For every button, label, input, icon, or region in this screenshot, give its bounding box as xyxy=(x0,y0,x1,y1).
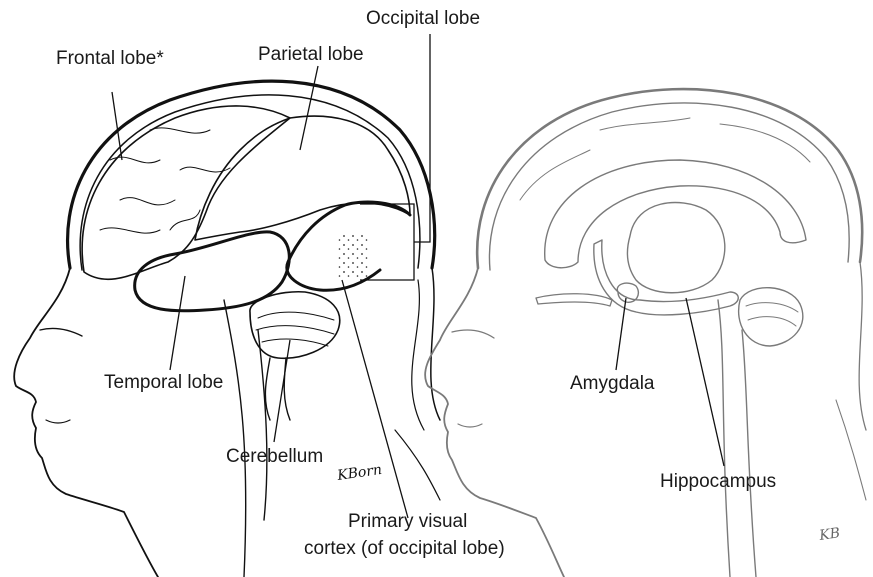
label-frontal-lobe: Frontal lobe* xyxy=(56,48,164,69)
label-parietal-lobe: Parietal lobe xyxy=(258,44,364,65)
label-temporal-lobe: Temporal lobe xyxy=(104,372,223,393)
label-cerebellum: Cerebellum xyxy=(226,446,323,467)
artist-signature-left: KBorn xyxy=(335,462,383,484)
label-visual-cortex: cortex (of occipital lobe) xyxy=(304,538,505,559)
label-primary-visual: Primary visual xyxy=(348,511,467,532)
right-brain-illustration xyxy=(425,89,866,577)
label-amygdala: Amygdala xyxy=(570,373,655,394)
left-brain-illustration xyxy=(14,81,440,577)
label-hippocampus: Hippocampus xyxy=(660,471,776,492)
label-occipital-lobe: Occipital lobe xyxy=(366,8,480,29)
artist-signature-right: KB xyxy=(817,525,841,544)
